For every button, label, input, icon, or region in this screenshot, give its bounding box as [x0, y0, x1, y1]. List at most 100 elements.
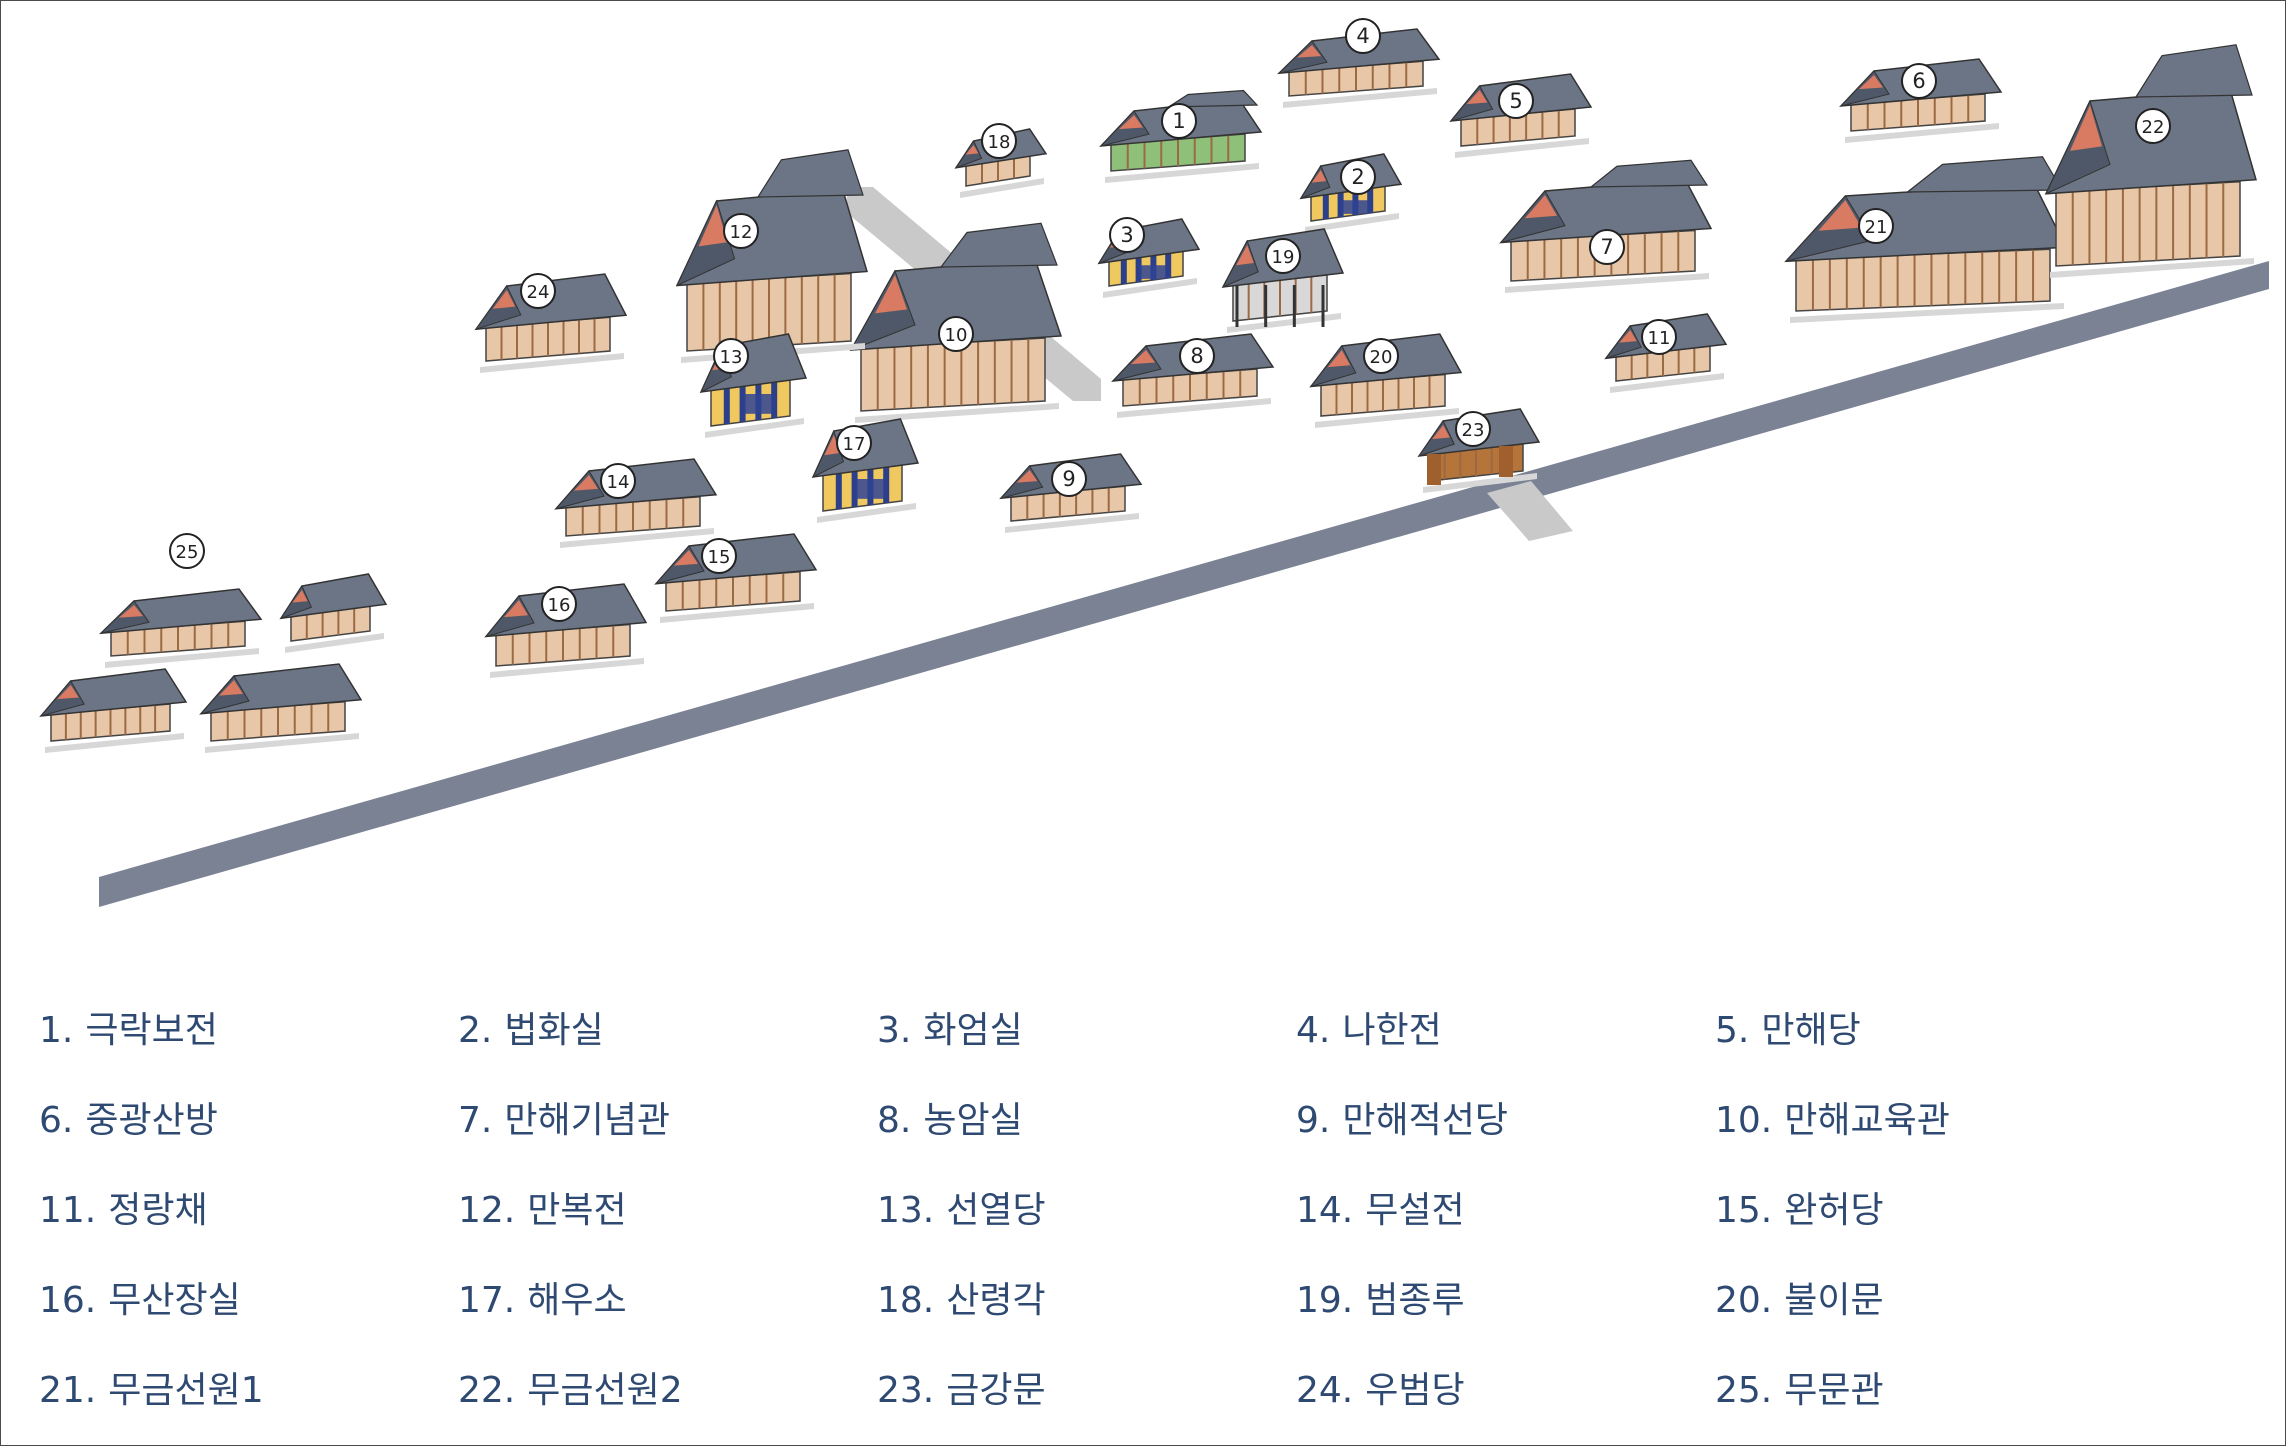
building-number-7[interactable]: 7	[1589, 229, 1625, 265]
building-15[interactable]	[654, 533, 818, 623]
building-number-12[interactable]: 12	[723, 213, 759, 249]
svg-text:8: 8	[1190, 344, 1203, 368]
legend-label: 나한전	[1342, 1010, 1442, 1051]
building-9[interactable]	[999, 453, 1143, 533]
building-number-20[interactable]: 20	[1363, 338, 1399, 374]
legend-item[interactable]: 24. 우범당	[1296, 1361, 1715, 1451]
legend-label: 무산장실	[108, 1280, 241, 1321]
building-number-5[interactable]: 5	[1498, 83, 1534, 119]
legend-item[interactable]: 3.화엄실	[877, 1001, 1296, 1091]
legend-item[interactable]: 9.만해적선당	[1296, 1091, 1715, 1181]
building-7[interactable]	[1499, 159, 1713, 293]
legend-number: 5.	[1715, 1010, 1750, 1051]
legend-label: 완허당	[1784, 1190, 1884, 1231]
building-number-17[interactable]: 17	[836, 425, 872, 461]
building-number-8[interactable]: 8	[1179, 338, 1215, 374]
legend-number: 15.	[1715, 1190, 1773, 1231]
building-number-14[interactable]: 14	[600, 463, 636, 499]
svg-text:4: 4	[1356, 24, 1369, 48]
legend-number: 16.	[39, 1280, 97, 1321]
building-10[interactable]	[849, 222, 1063, 423]
building-number-2[interactable]: 2	[1340, 159, 1376, 195]
legend-item[interactable]: 15. 완허당	[1715, 1181, 2134, 1271]
svg-text:9: 9	[1062, 467, 1075, 491]
legend-item[interactable]: 22.무금선원2	[458, 1361, 877, 1451]
legend-label: 정랑채	[108, 1190, 208, 1231]
gate-path	[1487, 481, 1573, 541]
legend-label: 선열당	[946, 1190, 1046, 1231]
building-14[interactable]	[554, 458, 718, 548]
legend-item[interactable]: 10.만해교육관	[1715, 1091, 2134, 1181]
svg-text:24: 24	[527, 282, 550, 303]
legend-number: 17.	[458, 1280, 516, 1321]
legend-number: 22.	[458, 1370, 516, 1411]
legend-item[interactable]: 21.무금선원1	[39, 1361, 458, 1451]
building-11[interactable]	[1604, 313, 1728, 393]
legend-item[interactable]: 6.중광산방	[39, 1091, 458, 1181]
legend-item[interactable]: 18.산령각	[877, 1271, 1296, 1361]
svg-text:22: 22	[2142, 117, 2165, 138]
building-8[interactable]	[1111, 333, 1275, 418]
legend-item[interactable]: 1.극락보전	[39, 1001, 458, 1091]
building-25[interactable]	[39, 573, 388, 753]
building-number-19[interactable]: 19	[1265, 238, 1301, 274]
legend-item[interactable]: 5.만해당	[1715, 1001, 2134, 1091]
legend-number: 24.	[1296, 1370, 1354, 1411]
building-number-23[interactable]: 23	[1455, 411, 1491, 447]
building-number-11[interactable]: 11	[1641, 319, 1677, 355]
building-24[interactable]	[474, 273, 628, 373]
svg-text:11: 11	[1648, 328, 1671, 349]
legend-number: 10.	[1715, 1100, 1773, 1141]
building-13[interactable]	[699, 333, 808, 438]
building-22[interactable]	[2044, 44, 2257, 278]
legend-item[interactable]: 20. 불이문	[1715, 1271, 2134, 1361]
building-number-4[interactable]: 4	[1345, 18, 1381, 54]
building-number-21[interactable]: 21	[1858, 208, 1894, 244]
building-number-13[interactable]: 13	[713, 338, 749, 374]
building-number-9[interactable]: 9	[1051, 461, 1087, 497]
legend-number: 13.	[877, 1190, 935, 1231]
boundary-wall	[99, 261, 2269, 907]
building-number-16[interactable]: 16	[541, 586, 577, 622]
legend-item[interactable]: 13. 선열당	[877, 1181, 1296, 1271]
legend-item[interactable]: 14.무설전	[1296, 1181, 1715, 1271]
building-23[interactable]	[1417, 408, 1541, 493]
legend-item[interactable]: 11.정랑채	[39, 1181, 458, 1271]
svg-text:1: 1	[1172, 109, 1185, 133]
building-21[interactable]	[1784, 156, 2068, 323]
legend-label: 산령각	[946, 1280, 1046, 1321]
legend-number: 20.	[1715, 1280, 1773, 1321]
legend-item[interactable]: 16. 무산장실	[39, 1271, 458, 1361]
building-12[interactable]	[675, 149, 868, 363]
legend-item[interactable]: 17.해우소	[458, 1271, 877, 1361]
legend-item[interactable]: 25.무문관	[1715, 1361, 2134, 1451]
building-2[interactable]	[1299, 153, 1403, 233]
svg-text:19: 19	[1272, 247, 1295, 268]
svg-text:12: 12	[730, 222, 753, 243]
legend-label: 우범당	[1365, 1370, 1465, 1411]
building-number-18[interactable]: 18	[981, 123, 1017, 159]
legend-label: 무문관	[1784, 1370, 1884, 1411]
building-number-3[interactable]: 3	[1109, 217, 1145, 253]
building-number-1[interactable]: 1	[1161, 103, 1197, 139]
legend-item[interactable]: 4. 나한전	[1296, 1001, 1715, 1091]
svg-text:2: 2	[1351, 165, 1364, 189]
svg-text:17: 17	[843, 434, 866, 455]
legend-item[interactable]: 19.범종루	[1296, 1271, 1715, 1361]
building-number-24[interactable]: 24	[520, 273, 556, 309]
legend-item[interactable]: 8.농암실	[877, 1091, 1296, 1181]
legend-item[interactable]: 12.만복전	[458, 1181, 877, 1271]
svg-text:21: 21	[1865, 217, 1888, 238]
building-number-10[interactable]: 10	[938, 316, 974, 352]
building-number-6[interactable]: 6	[1901, 63, 1937, 99]
legend-label: 불이문	[1784, 1280, 1884, 1321]
legend-item[interactable]: 2.법화실	[458, 1001, 877, 1091]
building-number-25[interactable]: 25	[169, 533, 205, 569]
legend-number: 4.	[1296, 1010, 1331, 1051]
building-number-22[interactable]: 22	[2135, 108, 2171, 144]
legend-item[interactable]: 7.만해기념관	[458, 1091, 877, 1181]
building-number-15[interactable]: 15	[701, 538, 737, 574]
legend-item[interactable]: 23.금강문	[877, 1361, 1296, 1451]
